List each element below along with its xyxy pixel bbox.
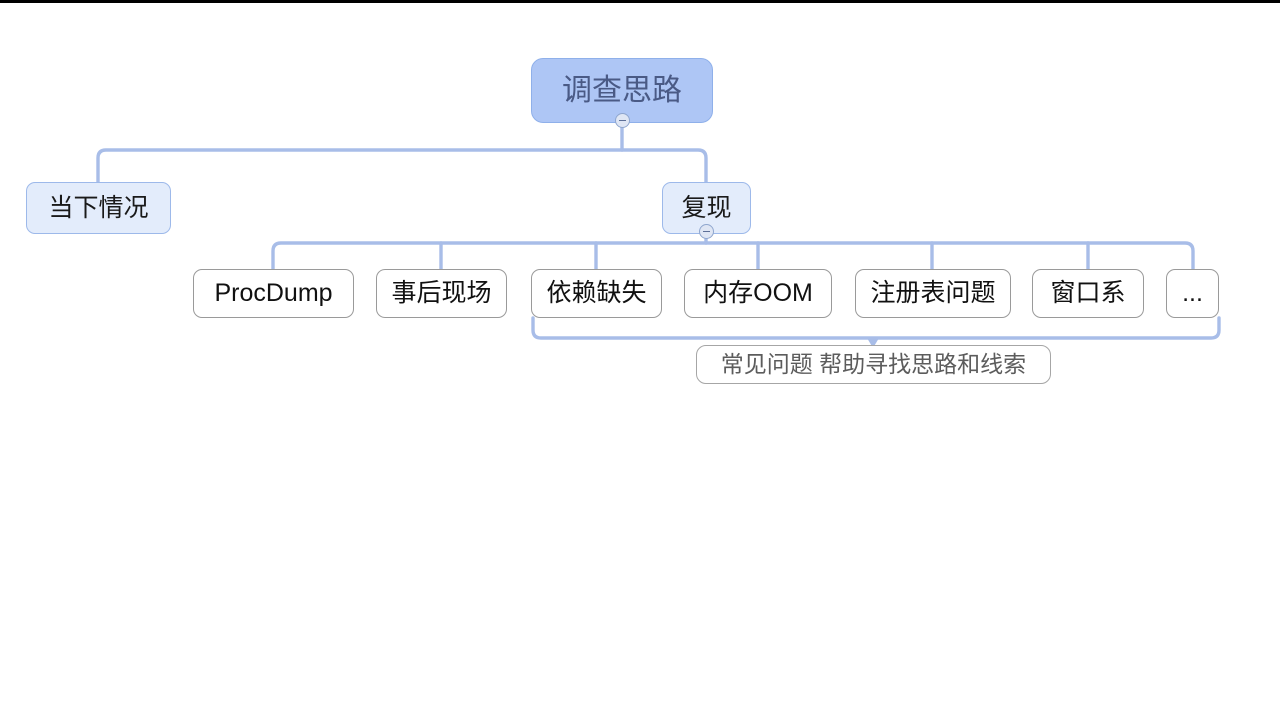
node-leaf-label: 窗口系 bbox=[1050, 279, 1126, 307]
node-branch-label: 当下情况 bbox=[48, 193, 149, 222]
node-leaf-missing-dependency[interactable]: 依赖缺失 bbox=[531, 269, 662, 318]
node-leaf-label: 注册表问题 bbox=[870, 279, 996, 307]
node-root-label: 调查思路 bbox=[562, 73, 682, 107]
top-black-strip bbox=[0, 0, 1280, 3]
node-leaf-registry-issue[interactable]: 注册表问题 bbox=[855, 269, 1011, 318]
node-leaf-label: 内存OOM bbox=[703, 279, 813, 307]
node-note-label: 常见问题 帮助寻找思路和线索 bbox=[720, 351, 1027, 377]
node-leaf-window-system[interactable]: 窗口系 bbox=[1032, 269, 1144, 318]
node-leaf-post-mortem-scene[interactable]: 事后现场 bbox=[376, 269, 507, 318]
node-note-common-issues[interactable]: 常见问题 帮助寻找思路和线索 bbox=[696, 345, 1051, 384]
node-leaf-label: 依赖缺失 bbox=[546, 279, 647, 307]
node-branch-current-situation[interactable]: 当下情况 bbox=[26, 182, 171, 234]
edge-root-to-branches bbox=[96, 148, 708, 185]
collapse-toggle-root[interactable] bbox=[615, 113, 630, 128]
node-branch-label: 复现 bbox=[681, 193, 732, 222]
collapse-toggle-reproduce[interactable] bbox=[699, 224, 714, 239]
edge-fuxian-bus bbox=[271, 241, 1195, 271]
node-leaf-procdump[interactable]: ProcDump bbox=[193, 269, 354, 318]
node-leaf-more[interactable]: ... bbox=[1166, 269, 1219, 318]
node-leaf-label: 事后现场 bbox=[391, 279, 492, 307]
node-leaf-memory-oom[interactable]: 内存OOM bbox=[684, 269, 832, 318]
edge-note-bracket bbox=[531, 316, 1221, 340]
node-leaf-label: ProcDump bbox=[214, 279, 333, 307]
node-leaf-label: ... bbox=[1182, 279, 1203, 307]
